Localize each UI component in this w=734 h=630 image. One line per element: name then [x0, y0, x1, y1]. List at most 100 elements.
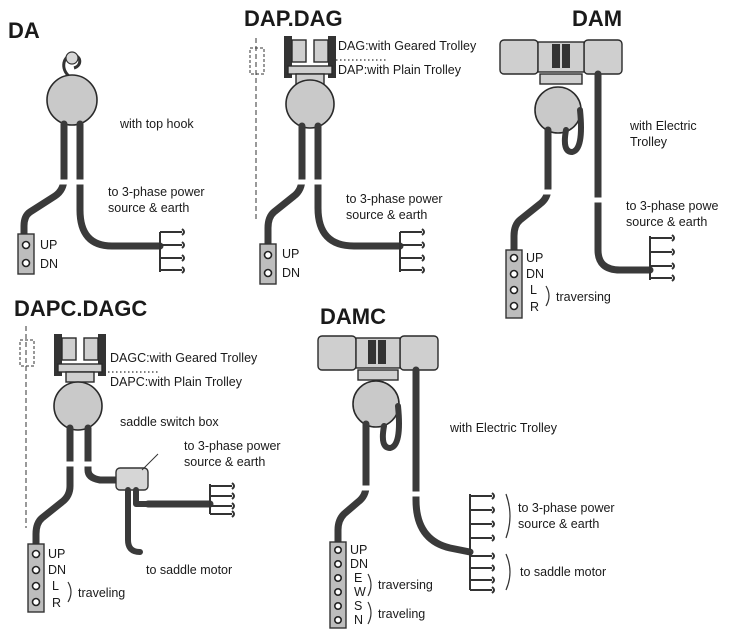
damc-btn-n: N — [354, 613, 363, 627]
east-button-icon — [333, 573, 342, 582]
up-button-icon — [509, 253, 519, 263]
dam-power-line1: to 3-phase powe — [626, 199, 718, 213]
dapc-btn-up: UP — [48, 547, 65, 561]
damc-motor-label: to saddle motor — [520, 565, 606, 579]
dapc-motor-label: to saddle motor — [146, 563, 232, 577]
da-btn-dn: DN — [40, 257, 58, 271]
north-button-icon — [333, 615, 342, 624]
bracket — [367, 573, 372, 597]
panel-damc-title: DAMC — [320, 304, 386, 329]
trolley-icon — [54, 334, 106, 383]
pendant-control — [27, 543, 45, 613]
bracket — [67, 581, 72, 603]
south-button-icon — [333, 601, 342, 610]
electric-trolley-icon — [317, 335, 439, 381]
hoist-body — [285, 79, 335, 129]
switch-cable — [84, 424, 122, 484]
pendant-cable — [334, 420, 370, 548]
right-button-icon — [31, 597, 41, 607]
pendant-control — [259, 243, 277, 285]
bracket — [505, 493, 511, 539]
power-plug-icon — [469, 492, 495, 550]
dam-power-line2: source & earth — [626, 215, 707, 229]
dap-trolley-plain: DAP:with Plain Trolley — [338, 63, 462, 77]
damc-group1-label: traversing — [378, 578, 433, 592]
dap-trolley-geared: DAG:with Geared Trolley — [338, 39, 477, 53]
hoist-body — [534, 86, 582, 134]
da-note: with top hook — [119, 117, 194, 131]
hoist-body — [352, 380, 400, 428]
power-plug-icon — [399, 228, 425, 274]
dam-btn-dn: DN — [526, 267, 544, 281]
dapc-btn-dn: DN — [48, 563, 66, 577]
damc-btn-e: E — [354, 571, 362, 585]
west-button-icon — [333, 587, 342, 596]
power-plug-icon — [159, 228, 185, 274]
dapc-trolley-geared: DAGC:with Geared Trolley — [110, 351, 258, 365]
dapc-btn-r: R — [52, 596, 61, 610]
damc-note: with Electric Trolley — [449, 421, 558, 435]
dapc-power-line1: to 3-phase power — [184, 439, 281, 453]
damc-power-line2: source & earth — [518, 517, 599, 531]
power-cable — [76, 120, 164, 250]
dapc-btn-l: L — [52, 579, 59, 593]
bracket — [367, 601, 372, 625]
up-button-icon — [333, 545, 342, 554]
dam-btn-up: UP — [526, 251, 543, 265]
power-plug-icon — [209, 482, 235, 518]
trolley-loop-cable — [561, 107, 584, 155]
damc-btn-dn: DN — [350, 557, 368, 571]
dapc-power-line2: source & earth — [184, 455, 265, 469]
damc-btn-s: S — [354, 599, 362, 613]
right-button-icon — [509, 301, 519, 311]
down-button-icon — [31, 565, 41, 575]
panel-dam: DAM with Electric Trolley to 3-phase pow… — [499, 6, 718, 319]
damc-group2-label: traveling — [378, 607, 425, 621]
dam-btn-l: L — [530, 283, 537, 297]
power-plug-icon — [649, 234, 675, 282]
hoist-body — [53, 381, 103, 431]
power-cable — [314, 122, 404, 250]
pendant-control — [17, 233, 35, 275]
down-button-icon — [333, 559, 342, 568]
pendant-cable — [264, 122, 306, 250]
down-button-icon — [509, 269, 519, 279]
dap-power-line1: to 3-phase power — [346, 192, 443, 206]
down-button-icon — [21, 258, 31, 268]
dapc-switch-box-label: saddle switch box — [120, 415, 219, 429]
da-power-line2: source & earth — [108, 201, 189, 215]
panel-dam-title: DAM — [572, 6, 622, 31]
up-button-icon — [31, 549, 41, 559]
power-cable — [594, 70, 654, 274]
dam-note-line2: Trolley — [630, 135, 668, 149]
trolley-loop-cable — [379, 403, 402, 451]
bracket — [545, 285, 550, 307]
bracket — [505, 553, 511, 591]
da-power-line1: to 3-phase power — [108, 185, 205, 199]
panel-damc: DAMC with Electric Trolley t — [317, 304, 615, 629]
motor-cable — [125, 487, 143, 555]
up-button-icon — [21, 240, 31, 250]
left-button-icon — [31, 581, 41, 591]
damc-btn-up: UP — [350, 543, 367, 557]
dap-btn-dn: DN — [282, 266, 300, 280]
damc-btn-w: W — [354, 585, 366, 599]
down-button-icon — [263, 268, 273, 278]
trolley-icon — [284, 36, 336, 85]
dapc-trolley-plain: DAPC:with Plain Trolley — [110, 375, 243, 389]
panel-dap: DAP.DAG DAG:with Geared Trolley DAP:with… — [244, 6, 477, 285]
panel-da: DA with top hook to 3-phase power source… — [8, 18, 205, 275]
pendant-cable — [32, 424, 74, 550]
panel-da-title: DA — [8, 18, 40, 43]
dap-btn-up: UP — [282, 247, 299, 261]
panel-dapc: DAPC.DAGC DAGC:with Geared Trolley DAPC:… — [14, 296, 281, 613]
pendant-control — [329, 541, 347, 629]
electric-trolley-icon — [499, 39, 623, 85]
damc-power-line1: to 3-phase power — [518, 501, 615, 515]
motor-plug-icon — [469, 552, 495, 594]
panel-dapc-title: DAPC.DAGC — [14, 296, 147, 321]
dam-btn-r: R — [530, 300, 539, 314]
left-button-icon — [509, 285, 519, 295]
saddle-switch-box — [115, 467, 149, 491]
up-button-icon — [263, 250, 273, 260]
